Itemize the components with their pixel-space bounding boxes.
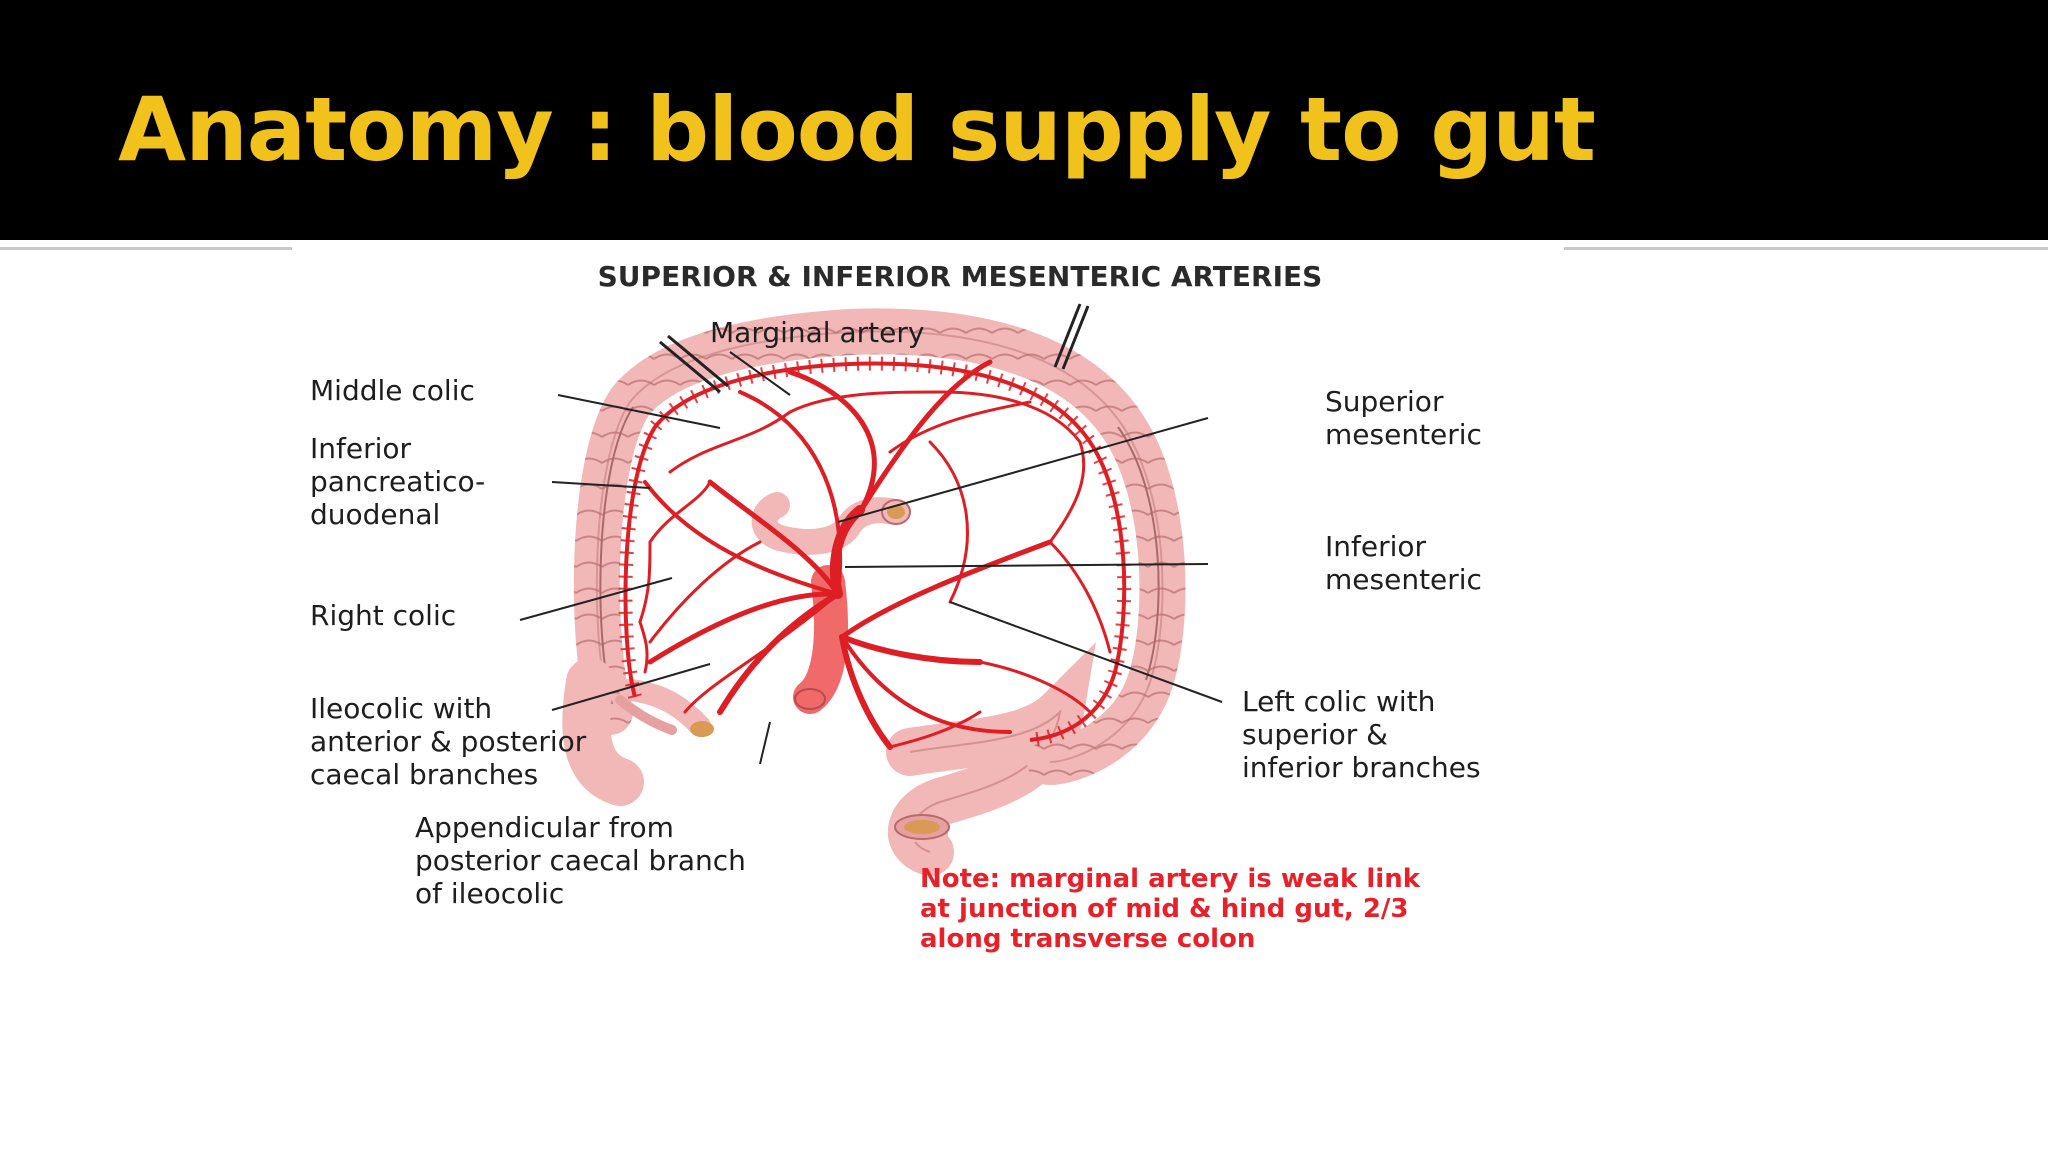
label-middle-colic: Middle colic	[310, 374, 475, 407]
cut-vessel-left	[659, 334, 729, 394]
label-marginal-artery: Marginal artery	[710, 316, 925, 349]
label-appendicular: Appendicular from posterior caecal branc…	[415, 811, 746, 910]
ima-branches	[839, 440, 1112, 750]
terminal-ileum	[619, 679, 711, 737]
slide-title: Anatomy : blood supply to gut	[118, 78, 1596, 181]
gut-diagram	[519, 303, 1223, 876]
cut-vessel-right	[1053, 303, 1090, 370]
label-ileocolic: Ileocolic with anterior & posterior caec…	[310, 692, 587, 791]
ileum	[562, 658, 644, 806]
label-left-colic: Left colic with superior & inferior bran…	[1242, 685, 1481, 784]
divider-right	[1564, 247, 2048, 250]
note-text: Note: marginal artery is weak link at ju…	[920, 864, 1420, 954]
label-inferior-mesenteric: Inferior mesenteric	[1325, 530, 1482, 596]
colon-frame	[573, 308, 1186, 785]
label-inferior-pancreaticoduodenal: Inferior pancreatico- duodenal	[310, 432, 486, 531]
sma-branches	[638, 359, 1082, 715]
mesenteric-arteries-figure: SUPERIOR & INFERIOR MESENTERIC ARTERIES …	[290, 242, 1565, 972]
label-superior-mesenteric: Superior mesenteric	[1325, 385, 1482, 451]
divider-left	[0, 247, 292, 250]
leader-lines	[519, 351, 1223, 765]
label-right-colic: Right colic	[310, 599, 457, 632]
figure-title: SUPERIOR & INFERIOR MESENTERIC ARTERIES	[597, 260, 1323, 293]
appendix	[615, 695, 677, 735]
title-bar: Anatomy : blood supply to gut	[0, 0, 2048, 240]
